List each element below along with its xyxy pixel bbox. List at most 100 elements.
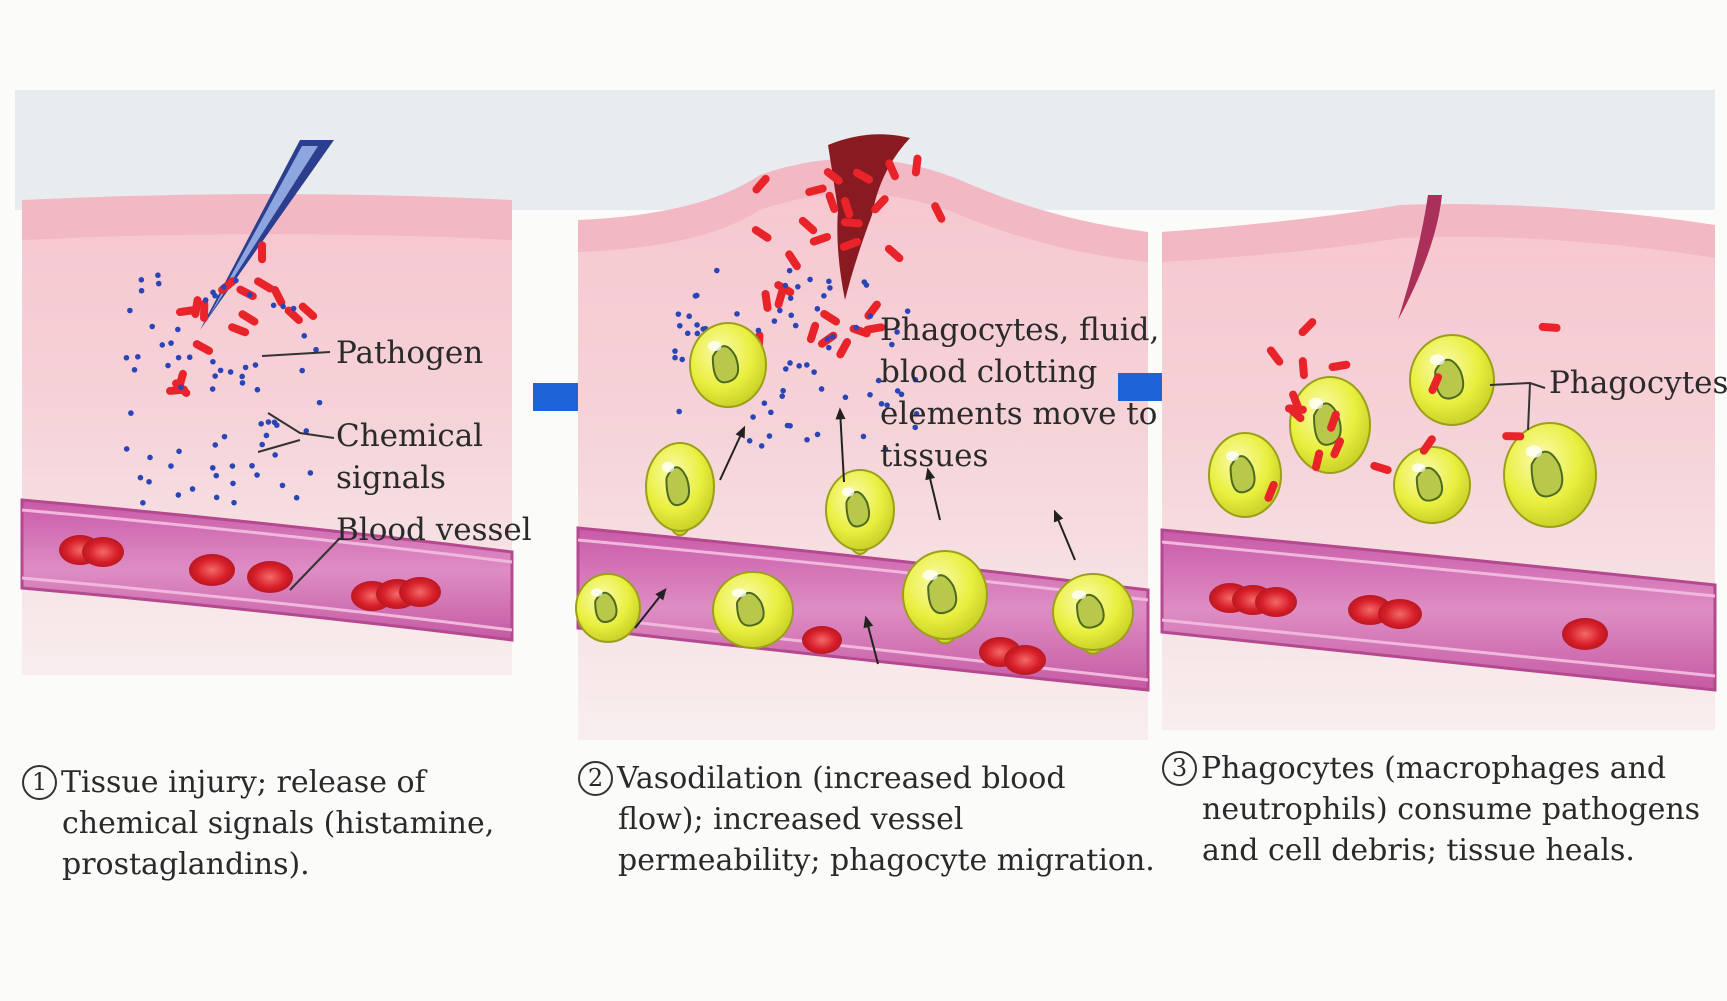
chemical-signal-dot: [843, 394, 849, 400]
chemical-signal-dot: [787, 268, 793, 274]
chemical-signal-dot: [762, 400, 768, 406]
chemical-signal-dot: [128, 410, 134, 416]
chemical-signal-dot: [807, 277, 813, 283]
chemical-signal-dot: [780, 388, 786, 394]
chemical-signal-dot: [127, 308, 133, 314]
chemical-signal-dot: [213, 473, 219, 479]
chemical-signal-dot: [299, 368, 305, 374]
caption-1-line-2: chemical signals (histamine,: [22, 803, 494, 844]
phagocyte-icon: [690, 323, 766, 407]
chemical-signal-dot: [190, 486, 196, 492]
chemical-signal-dot: [825, 336, 831, 342]
chemical-signal-dot: [734, 311, 740, 317]
chemical-signal-dot: [694, 322, 700, 328]
chemical-signal-dot: [222, 434, 228, 440]
chemical-signal-dot: [168, 340, 174, 346]
chemical-signal-dot: [672, 348, 678, 354]
chemical-signal-dot: [759, 443, 765, 449]
chemical-signal-dot: [139, 288, 145, 294]
chemical-signal-dot: [255, 387, 261, 393]
chemical-signal-dot: [203, 297, 209, 303]
chemical-signal-dot: [867, 392, 873, 398]
chemical-signal-dot: [804, 437, 810, 443]
chemical-signal-dot: [221, 284, 227, 290]
chemical-signal-dot: [783, 366, 789, 372]
chemical-signal-dot: [210, 386, 216, 392]
chemical-signal-dot: [815, 432, 821, 438]
chemical-signal-dot: [830, 334, 836, 340]
chemical-signal-dot: [266, 419, 272, 425]
chemical-signal-dot: [124, 446, 130, 452]
label-elements-move-to: elements move to: [880, 396, 1157, 432]
label-signals: signals: [336, 460, 446, 496]
chemical-signal-dot: [793, 323, 799, 329]
chemical-signal-dot: [861, 434, 867, 440]
chemical-signal-dot: [672, 355, 678, 361]
label-tissues: tissues: [880, 438, 988, 474]
chemical-signal-dot: [132, 367, 138, 373]
chemical-signal-dot: [214, 495, 220, 501]
chemical-signal-dot: [155, 272, 161, 278]
caption-3-line-1: Phagocytes (macrophages and: [1201, 751, 1666, 786]
step-number-2: 2: [578, 761, 613, 796]
chemical-signal-dot: [187, 354, 193, 360]
chemical-signal-dot: [176, 492, 182, 498]
step-number-1: 1: [22, 765, 57, 800]
caption-3-line-3: and cell debris; tissue heals.: [1162, 830, 1700, 871]
chemical-signal-dot: [272, 419, 278, 425]
chemical-signal-dot: [280, 483, 286, 489]
caption-2-line-1: Vasodilation (increased blood: [617, 761, 1066, 796]
bacterium-icon: [1502, 432, 1524, 441]
label-chemical: Chemical: [336, 418, 483, 454]
chemical-signal-dot: [788, 295, 794, 301]
chemical-signal-dot: [747, 438, 753, 444]
chemical-signal-dot: [864, 282, 870, 288]
label-blood-vessel: Blood vessel: [336, 512, 532, 548]
chemical-signal-dot: [249, 463, 255, 469]
chemical-signal-dot: [788, 312, 794, 318]
panel-3-illustration: Phagocytes: [1162, 195, 1727, 730]
chemical-signal-dot: [783, 283, 789, 289]
chemical-signal-dot: [815, 306, 821, 312]
chemical-signal-dot: [168, 463, 174, 469]
chemical-signal-dot: [258, 421, 264, 427]
chemical-signal-dot: [787, 423, 793, 429]
panel-1-illustration: Pathogen Chemical signals Blood vessel: [22, 140, 532, 675]
chemical-signal-dot: [124, 355, 130, 361]
chemical-signal-dot: [826, 279, 832, 285]
chemical-signal-dot: [247, 292, 253, 298]
phagocyte-icon: [1410, 335, 1494, 425]
chemical-signal-dot: [795, 284, 801, 290]
chemical-signal-dot: [230, 481, 236, 487]
caption-2: 2Vasodilation (increased blood flow); in…: [578, 758, 1155, 881]
chemical-signal-dot: [676, 311, 682, 317]
chemical-signal-dot: [301, 333, 307, 339]
chemical-signal-dot: [826, 345, 832, 351]
step-number-3: 3: [1162, 751, 1197, 786]
bacterium-icon: [258, 241, 266, 263]
chemical-signal-dot: [230, 463, 236, 469]
chemical-signal-dot: [176, 355, 182, 361]
chemical-signal-dot: [240, 380, 246, 386]
chemical-signal-dot: [239, 374, 245, 380]
chemical-signal-dot: [308, 470, 314, 476]
chemical-signal-dot: [787, 360, 793, 366]
chemical-signal-dot: [149, 324, 155, 330]
chemical-signal-dot: [147, 455, 153, 461]
chemical-signal-dot: [176, 449, 182, 455]
chemical-signal-dot: [210, 359, 216, 365]
chemical-signal-dot: [804, 362, 810, 368]
chemical-signal-dot: [233, 278, 239, 284]
chemical-signal-dot: [695, 331, 701, 337]
chemical-signal-dot: [212, 373, 218, 379]
chemical-signal-dot: [868, 313, 874, 319]
chemical-signal-dot: [138, 475, 144, 481]
chemical-signal-dot: [676, 409, 682, 415]
chemical-signal-dot: [291, 306, 297, 312]
chemical-signal-dot: [272, 452, 278, 458]
chemical-signal-dot: [777, 308, 783, 314]
chemical-signal-dot: [218, 368, 224, 374]
phagocyte-icon: [713, 572, 793, 648]
chemical-signal-dot: [254, 472, 260, 478]
